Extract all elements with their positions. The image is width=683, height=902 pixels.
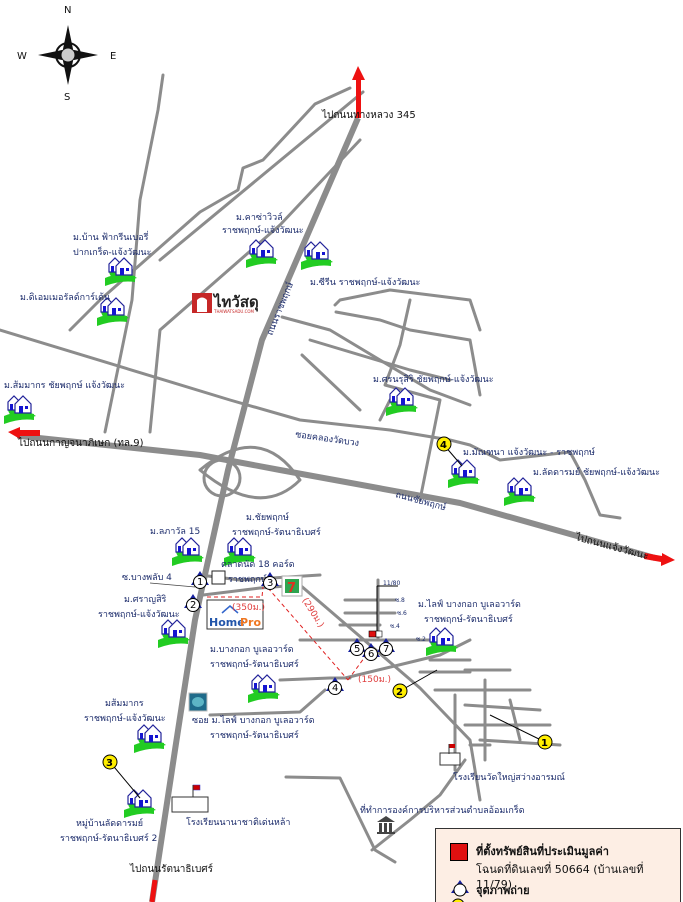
distance-label: (150ม.) (358, 675, 391, 685)
homepro-logo: Home Pro (206, 599, 264, 630)
compass-e: E (110, 51, 116, 62)
map-legend: ที่ตั้งทรัพย์สินที่ประเมินมูลค่า โฉนดที่… (435, 828, 681, 902)
minor-roads (0, 73, 622, 864)
ratchaphruek-label: ถนนราชพฤกษ์ (264, 280, 296, 337)
village-label: ม.บ้าน ฟ้ากรีนเบอรี่ (73, 230, 149, 243)
svg-text:2: 2 (396, 687, 403, 698)
school1-label: โรงเรียนวัดใหญ่สว่างอารมณ์ (453, 771, 565, 783)
village-label: ม.ซีรีน ราชพฤกษ์-แจ้งวัฒนะ (310, 276, 421, 288)
svg-text:THAIWATSADU.COM: THAIWATSADU.COM (213, 309, 255, 314)
distance-label: (290ม.) (299, 596, 325, 629)
svg-text:ซ.4: ซ.4 (390, 623, 400, 630)
soi-bangphlap-label: ซ.บางพลับ 4 (122, 573, 172, 583)
soi-life-label: ซอย ม.ไลฟ์ บางกอก บูเลอวาร์ด (192, 714, 315, 726)
camera-point-icon (451, 880, 469, 897)
government-office-icon (377, 816, 395, 834)
west-arrow-icon (8, 427, 40, 439)
svg-text:Home: Home (209, 616, 245, 629)
village-label: ม.บางกอก บูเลอวาร์ด (210, 643, 294, 655)
school-icon (439, 744, 461, 766)
village-label: ม.มัณฑนา แจ้งวัฒนะ - ราชพฤกษ์ (463, 446, 595, 458)
svg-text:7: 7 (383, 644, 389, 655)
seven-eleven-logo: 7 (281, 575, 303, 597)
legend-photo: จุดภาพถ่าย (476, 884, 530, 897)
village-label: ราชพฤกษ์-รัตนาธิเบศร์ (210, 658, 299, 670)
village-label: ม.คาซ่าวิวล์ (236, 211, 283, 223)
svg-text:6: 6 (368, 649, 374, 660)
village-label: ราชพฤกษ์-แจ้งวัฒนะ (222, 224, 304, 236)
market-icon (211, 570, 226, 585)
comparable-swatch-icon (452, 898, 464, 902)
village-label: ปากเกร็ด-แจ้งวัฒนะ (73, 245, 151, 258)
svg-text:11/80: 11/80 (383, 580, 400, 587)
soi-life-label-2: ราชพฤกษ์-รัตนาธิเบศร์ (210, 729, 299, 741)
svg-text:1: 1 (197, 577, 203, 588)
photo-points: 1 2 3 4 5 6 7 (183, 570, 396, 695)
bank-icon (188, 692, 208, 712)
village-label: ม.ลภาวัล 15 (150, 527, 200, 537)
compass-s: S (64, 92, 70, 103)
village-label: ม.ศราญสิริ (124, 594, 167, 605)
school-icon (171, 784, 209, 813)
svg-text:1: 1 (541, 738, 548, 749)
village-label: ม.ส้มมากร ชัยพฤกษ์ แจ้งวัฒนะ (4, 379, 125, 391)
west-direction-label: ไปถนนกาญจนาภิเษก (ทล.9) (17, 437, 144, 449)
svg-text:2: 2 (190, 600, 196, 611)
svg-text:4: 4 (440, 440, 447, 451)
village-label: ราชพฤกษ์-รัตนาธิเบศร์ 2 (60, 832, 157, 844)
village-label: มส้มมากร (105, 698, 144, 709)
south-direction-label: ไปถนนรัตนาธิเบศร์ (129, 863, 214, 875)
svg-text:ซ.6: ซ.6 (397, 610, 407, 617)
village-label: ราชพฤกษ์-รัตนาธิเบศร์ (232, 526, 321, 538)
compass-rose-icon (38, 25, 98, 85)
soi-khlong-label: ซอยคลองวัดบวง (295, 430, 360, 449)
south-arrow-icon (149, 879, 158, 902)
village-label: ม.ดิเอมเมอรัลด์การ์เด้น (20, 291, 110, 303)
village-label: ม.ศรนรุสิริ ชัยพฤกษ์-แจ้งวัฒนะ (373, 373, 494, 385)
svg-text:3: 3 (106, 758, 113, 769)
distance-label: (350ม.) (232, 603, 265, 613)
svg-text:7: 7 (287, 581, 296, 596)
svg-text:ซ.2: ซ.2 (416, 636, 426, 643)
svg-text:5: 5 (354, 644, 360, 655)
school2-label: โรงเรียนนานาชาติเด่นหล้า (186, 817, 290, 828)
east-direction-label: ไปถนนแจ้งวัฒนะ (573, 531, 650, 562)
chaiyaphruek-road (19, 433, 656, 561)
distance-line-290 (267, 587, 349, 681)
market-label-2: ราชพฤกษ์ (228, 573, 267, 585)
village-label: ม.ชัยพฤกษ์ (246, 511, 289, 523)
svg-text:3: 3 (267, 578, 273, 589)
village-label: ราชพฤกษ์-แจ้งวัฒนะ (98, 608, 180, 620)
thaiwatsadu-logo: ไทวัสดุ THAIWATSADU.COM (192, 292, 259, 314)
legend-subject: ที่ตั้งทรัพย์สินที่ประเมินมูลค่า (476, 845, 609, 858)
svg-text:4: 4 (332, 683, 338, 694)
village-label: ราชพฤกษ์-แจ้งวัฒนะ (84, 712, 166, 724)
subject-property-marker (368, 630, 377, 638)
east-arrow-icon (644, 553, 675, 566)
market-label: ตลาดนัด 18 คอร์ด (221, 558, 295, 570)
village-label: ม.ลัดดารมย์ ชัยพฤกษ์-แจ้งวัฒนะ (533, 466, 660, 478)
village-label: ม.ไลฟ์ บางกอก บูเลอวาร์ด (418, 598, 521, 610)
soi-number-labels: 11/80 ซ.8 ซ.6 ซ.4 ซ.2 (376, 580, 426, 643)
north-arrow-icon (352, 66, 365, 118)
compass-n: N (64, 5, 71, 16)
comparable-markers: 1 2 3 4 (102, 436, 553, 799)
ratchaphruek-road (149, 116, 361, 902)
village-label: หมู่บ้านลัดดารมย์ (76, 817, 143, 829)
compass-w: W (17, 51, 27, 62)
svg-text:ซ.8: ซ.8 (395, 597, 405, 604)
subject-swatch-icon (450, 843, 468, 861)
svg-text:Pro: Pro (240, 616, 261, 629)
svg-text:ไทวัสดุ: ไทวัสดุ (212, 292, 259, 312)
north-direction-label: ไปถนนทางหลวง 345 (321, 109, 416, 121)
legend-deed: โฉนดที่ดินเลขที่ 50664 (บ้านเลขที่ 11/79… (476, 863, 644, 891)
village-label: ราชพฤกษ์-รัตนาธิเบศร์ (424, 613, 513, 625)
sao-label: ที่ทำการองค์การบริหารส่วนตำบลอ้อมเกร็ด (360, 803, 525, 816)
